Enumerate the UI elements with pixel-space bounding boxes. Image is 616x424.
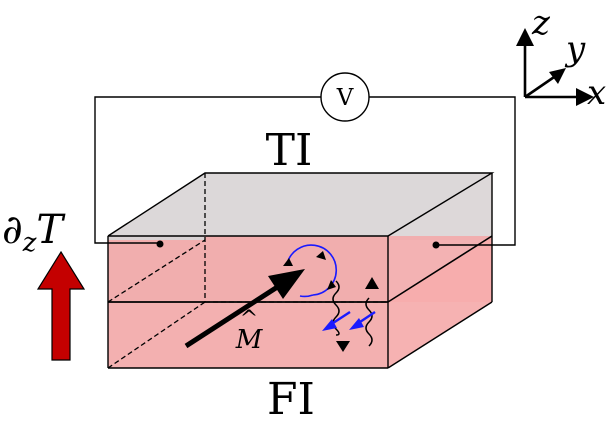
gradient-subscript: z xyxy=(22,228,37,258)
circuit-wire xyxy=(94,96,516,246)
axis-y-label: y xyxy=(564,29,586,69)
fi-front-face xyxy=(108,302,388,368)
interface-region xyxy=(108,240,388,302)
magnon-wave-up xyxy=(365,277,379,347)
axis-z-label: z xyxy=(531,3,551,43)
ti-top-face xyxy=(108,173,492,236)
axis-x-label: x xyxy=(587,73,606,113)
ti-label: TI xyxy=(266,125,313,176)
spin-arrowhead-1 xyxy=(322,319,337,331)
interface-region-back xyxy=(205,236,492,240)
y-axis-arrowhead xyxy=(549,68,566,84)
interface-region-side xyxy=(388,240,492,302)
magnon-wave-down xyxy=(332,280,350,352)
z-axis-arrowhead xyxy=(516,28,534,46)
magnetization-hat: ^ xyxy=(240,307,258,332)
up-arrow-icon xyxy=(36,250,86,361)
left-contact xyxy=(156,240,164,248)
magnetization-arrow xyxy=(184,269,305,349)
voltmeter-label: V xyxy=(336,85,354,111)
voltmeter-icon: V xyxy=(320,72,370,122)
gradient-symbol: ∂ xyxy=(2,207,23,253)
gradient-variable: T xyxy=(36,207,66,253)
svg-text:∂zT: ∂zT xyxy=(2,207,66,258)
x-axis-arrowhead xyxy=(576,88,594,106)
spin-arrowhead-2 xyxy=(349,318,364,330)
hidden-edges xyxy=(107,173,388,369)
right-contact xyxy=(432,241,440,249)
slab-outline xyxy=(107,172,495,369)
gradient-label: ∂zT xyxy=(2,207,66,258)
fi-label: FI xyxy=(267,374,315,424)
precession-circle xyxy=(283,244,338,298)
magnetization-label: M xyxy=(235,325,264,355)
